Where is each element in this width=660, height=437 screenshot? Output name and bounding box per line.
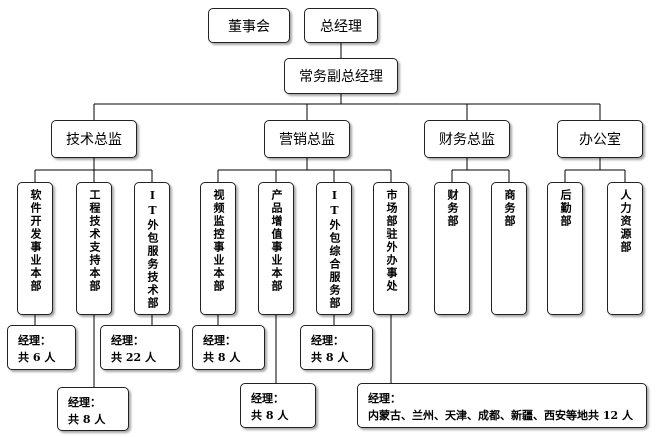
note-software-line1: 经理： — [18, 334, 51, 347]
dept-engineering: 工程技术支持本部 — [76, 182, 112, 315]
note-engineering-line2: 共 8 人 — [68, 413, 106, 426]
note-market-line2: 内蒙古、兰州、天津、成都、新疆、西安等地共 12 人 — [368, 409, 633, 422]
note-it-outsource-tech-line1: 经理： — [111, 334, 144, 347]
gm-label: 总经理 — [320, 18, 362, 35]
note-it-integrated-line1: 经理： — [311, 334, 344, 347]
dept-video: 视频监控事业本部 — [200, 182, 236, 315]
dept-engineering-label: 工程技术支持本部 — [88, 189, 101, 293]
dept-hr-label: 人力资源部 — [619, 189, 632, 254]
finance-director-label: 财务总监 — [439, 132, 495, 148]
note-engineering: 经理： 共 8 人 — [57, 387, 129, 431]
note-video-line1: 经理： — [203, 334, 236, 347]
dept-it-outsource-tech-label: IT外包服务技术部 — [146, 189, 159, 310]
dept-business-label: 商务部 — [503, 189, 516, 228]
dept-software: 软件开发事业本部 — [17, 182, 53, 315]
tech-director-box: 技术总监 — [51, 120, 137, 158]
dept-it-outsource-tech: IT外包服务技术部 — [134, 182, 170, 315]
note-it-outsource-tech: 经理： 共 22 人 — [100, 325, 180, 370]
dept-finance-label: 财务部 — [446, 189, 459, 228]
office-label: 办公室 — [579, 132, 621, 148]
dept-logistics: 后勤部 — [547, 182, 583, 315]
dept-video-label: 视频监控事业本部 — [212, 189, 225, 293]
dept-finance: 财务部 — [434, 182, 470, 315]
dept-product-label: 产品增值事业本部 — [270, 189, 283, 293]
note-software-line2: 共 6 人 — [18, 351, 56, 364]
finance-director-box: 财务总监 — [424, 120, 510, 158]
vp-label: 常务副总经理 — [299, 69, 383, 85]
tech-director-label: 技术总监 — [66, 132, 122, 148]
note-video-line2: 共 8 人 — [203, 351, 241, 364]
note-software: 经理： 共 6 人 — [7, 325, 76, 370]
dept-it-integrated: IT外包综合服务部 — [316, 182, 352, 315]
vp-box: 常务副总经理 — [284, 58, 398, 94]
gm-box: 总经理 — [304, 8, 378, 43]
dept-business: 商务部 — [491, 182, 527, 315]
dept-market: 市场部驻外办事处 — [373, 182, 409, 315]
office-box: 办公室 — [557, 120, 643, 158]
note-it-outsource-tech-line2: 共 22 人 — [111, 351, 156, 364]
note-product: 经理： 共 8 人 — [240, 383, 316, 428]
dept-logistics-label: 后勤部 — [559, 189, 572, 228]
marketing-director-label: 营销总监 — [279, 132, 335, 148]
note-product-line1: 经理： — [251, 392, 284, 405]
dept-it-integrated-label: IT外包综合服务部 — [328, 189, 341, 310]
note-product-line2: 共 8 人 — [251, 409, 289, 422]
note-it-integrated-line2: 共 8 人 — [311, 351, 349, 364]
marketing-director-box: 营销总监 — [264, 120, 350, 158]
board-label: 董事会 — [228, 18, 270, 35]
dept-market-label: 市场部驻外办事处 — [385, 189, 398, 293]
note-engineering-line1: 经理： — [68, 396, 101, 409]
note-video: 经理： 共 8 人 — [192, 325, 265, 370]
board-box: 董事会 — [208, 8, 290, 43]
dept-software-label: 软件开发事业本部 — [29, 189, 42, 293]
note-it-integrated: 经理： 共 8 人 — [300, 325, 373, 370]
dept-hr: 人力资源部 — [607, 182, 643, 315]
note-market-line1: 经理： — [368, 392, 401, 405]
note-market: 经理： 内蒙古、兰州、天津、成都、新疆、西安等地共 12 人 — [357, 383, 647, 428]
dept-product: 产品增值事业本部 — [258, 182, 294, 315]
